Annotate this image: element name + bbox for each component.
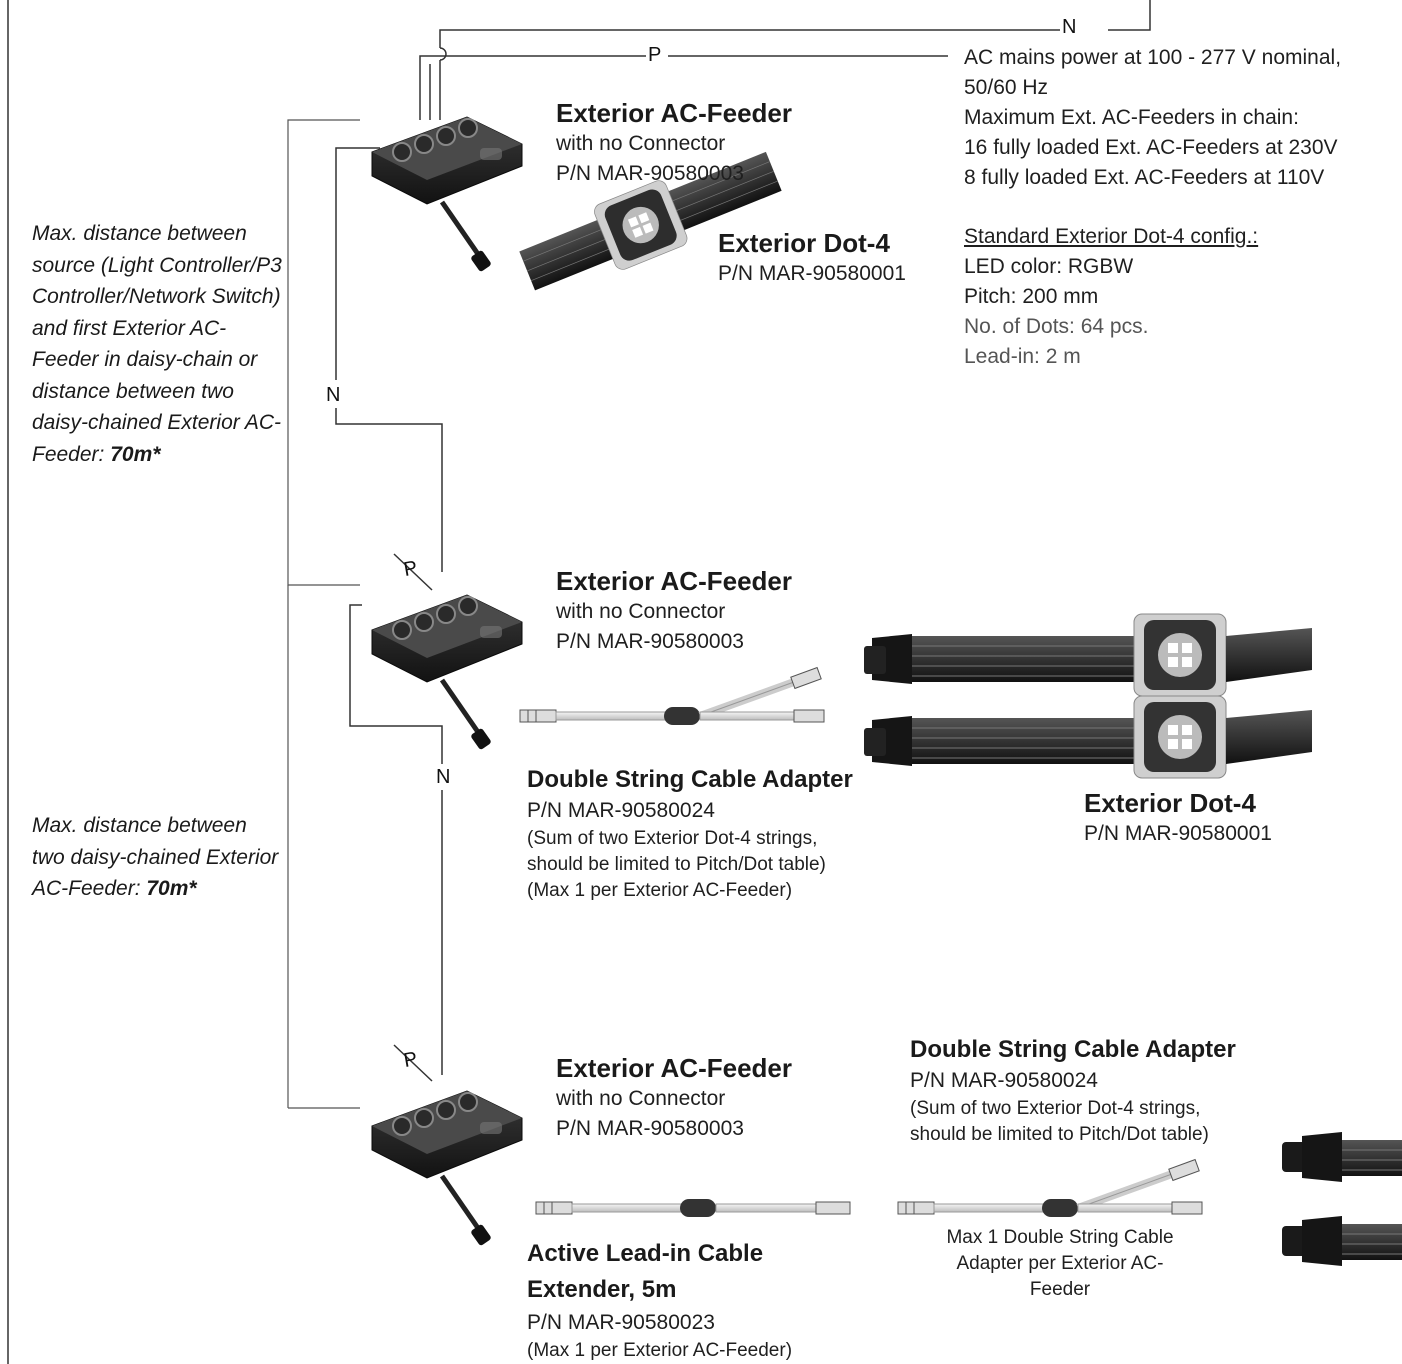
adapter-bottom-caption: Max 1 Double String Cable Adapter per Ex… bbox=[900, 1225, 1220, 1303]
config-pitch: Pitch: 200 mm bbox=[964, 285, 1099, 308]
phase-slash-marks bbox=[393, 553, 433, 1082]
adapter-bottom-caption-1: Max 1 Double String Cable bbox=[946, 1227, 1174, 1248]
adapter-mid-label: Double String Cable Adapter P/N MAR-9058… bbox=[527, 766, 853, 904]
config-led-color: LED color: RGBW bbox=[964, 255, 1134, 278]
distance-brackets bbox=[287, 119, 360, 1109]
feeder-2-title: Exterior AC-Feeder bbox=[556, 566, 792, 596]
distance-note-second-text: Max. distance between two daisy-chained … bbox=[32, 814, 279, 900]
dot4-stub-1 bbox=[1281, 1131, 1402, 1183]
dot4-top-pn: P/N MAR-90580001 bbox=[718, 262, 906, 285]
extender-title-1: Active Lead-in Cable bbox=[527, 1240, 764, 1267]
phase-label-top: P bbox=[648, 44, 662, 66]
extender-label: Active Lead-in Cable Extender, 5m P/N MA… bbox=[527, 1236, 792, 1364]
dot4-mid-image-2 bbox=[863, 695, 1313, 779]
mains-line-3: Maximum Ext. AC-Feeders in chain: bbox=[964, 106, 1299, 129]
feeder-3-subtitle: with no Connector bbox=[556, 1087, 726, 1110]
neutral-label-1: N bbox=[326, 384, 341, 406]
neutral-chain bbox=[335, 147, 443, 1075]
feeder-2-label: Exterior AC-Feeder with no Connector P/N… bbox=[556, 566, 792, 657]
dot4-mid-title: Exterior Dot-4 bbox=[1084, 788, 1256, 818]
distance-note-second-value: 70m* bbox=[146, 877, 197, 900]
adapter-bottom-note-1: (Sum of two Exterior Dot-4 strings, bbox=[910, 1098, 1201, 1119]
feeder-2-subtitle: with no Connector bbox=[556, 600, 726, 623]
adapter-bottom-caption-2: Adapter per Exterior AC- bbox=[956, 1253, 1164, 1274]
extender-title-2: Extender, 5m bbox=[527, 1276, 677, 1303]
adapter-mid-note-1: (Sum of two Exterior Dot-4 strings, bbox=[527, 828, 818, 849]
dot4-mid-pn: P/N MAR-90580001 bbox=[1084, 822, 1272, 845]
feeder-3-title: Exterior AC-Feeder bbox=[556, 1053, 792, 1083]
neutral-label-top: N bbox=[1062, 16, 1077, 38]
mains-line-5: 8 fully loaded Ext. AC-Feeders at 110V bbox=[964, 166, 1325, 189]
distance-note-second: Max. distance between two daisy-chained … bbox=[32, 810, 282, 905]
adapter-mid-title: Double String Cable Adapter bbox=[527, 766, 853, 793]
mains-info: AC mains power at 100 - 277 V nominal, 5… bbox=[964, 43, 1341, 193]
extender-pn: P/N MAR-90580023 bbox=[527, 1311, 715, 1334]
neutral-label-2: N bbox=[436, 766, 451, 788]
dot4-top-image bbox=[519, 151, 782, 291]
feeder-3-label: Exterior AC-Feeder with no Connector P/N… bbox=[556, 1053, 792, 1144]
mains-wires bbox=[419, 0, 1151, 120]
adapter-bottom-title: Double String Cable Adapter bbox=[910, 1036, 1236, 1063]
config-dots: No. of Dots: 64 pcs. bbox=[964, 315, 1149, 338]
adapter-mid-note-3: (Max 1 per Exterior AC-Feeder) bbox=[527, 880, 793, 901]
dot4-mid-image-1 bbox=[863, 613, 1313, 697]
distance-note-first-value: 70m* bbox=[110, 442, 161, 466]
adapter-mid-pn: P/N MAR-90580024 bbox=[527, 799, 715, 822]
adapter-bottom-note-2: should be limited to Pitch/Dot table) bbox=[910, 1124, 1209, 1145]
dot4-stub-2 bbox=[1281, 1215, 1402, 1267]
double-string-adapter-bottom-image bbox=[898, 1160, 1202, 1217]
feeder-box-1 bbox=[372, 117, 522, 272]
feeder-1-pn: P/N MAR-90580003 bbox=[556, 162, 744, 185]
adapter-mid-note-2: should be limited to Pitch/Dot table) bbox=[527, 854, 826, 875]
mains-line-2: 50/60 Hz bbox=[964, 76, 1049, 99]
feeder-1-subtitle: with no Connector bbox=[556, 132, 726, 155]
mains-line-4: 16 fully loaded Ext. AC-Feeders at 230V bbox=[964, 136, 1338, 159]
adapter-bottom-label: Double String Cable Adapter P/N MAR-9058… bbox=[910, 1036, 1236, 1148]
lead-in-extender-image bbox=[535, 1198, 851, 1218]
feeder-1-title: Exterior AC-Feeder bbox=[556, 98, 792, 128]
standard-config: Standard Exterior Dot-4 config.: LED col… bbox=[964, 222, 1258, 372]
dot4-mid-label: Exterior Dot-4 P/N MAR-90580001 bbox=[1084, 788, 1272, 849]
dot4-top-title: Exterior Dot-4 bbox=[718, 228, 890, 258]
distance-note-first: Max. distance between source (Light Cont… bbox=[32, 218, 282, 470]
dot4-top-label: Exterior Dot-4 P/N MAR-90580001 bbox=[718, 228, 906, 289]
config-lead-in: Lead-in: 2 m bbox=[964, 345, 1081, 368]
adapter-bottom-caption-3: Feeder bbox=[1029, 1279, 1091, 1300]
adapter-bottom-pn: P/N MAR-90580024 bbox=[910, 1069, 1098, 1092]
feeder-box-2 bbox=[372, 595, 522, 750]
mains-line-1: AC mains power at 100 - 277 V nominal, bbox=[964, 46, 1342, 69]
config-heading: Standard Exterior Dot-4 config.: bbox=[964, 225, 1259, 248]
feeder-3-pn: P/N MAR-90580003 bbox=[556, 1117, 744, 1140]
feeder-2-pn: P/N MAR-90580003 bbox=[556, 630, 744, 653]
double-string-adapter-mid-image bbox=[520, 668, 824, 725]
feeder-1-label: Exterior AC-Feeder with no Connector P/N… bbox=[556, 98, 792, 189]
extender-note: (Max 1 per Exterior AC-Feeder) bbox=[527, 1340, 793, 1361]
distance-note-first-text: Max. distance between source (Light Cont… bbox=[32, 222, 282, 466]
feeder-box-3 bbox=[372, 1091, 522, 1246]
